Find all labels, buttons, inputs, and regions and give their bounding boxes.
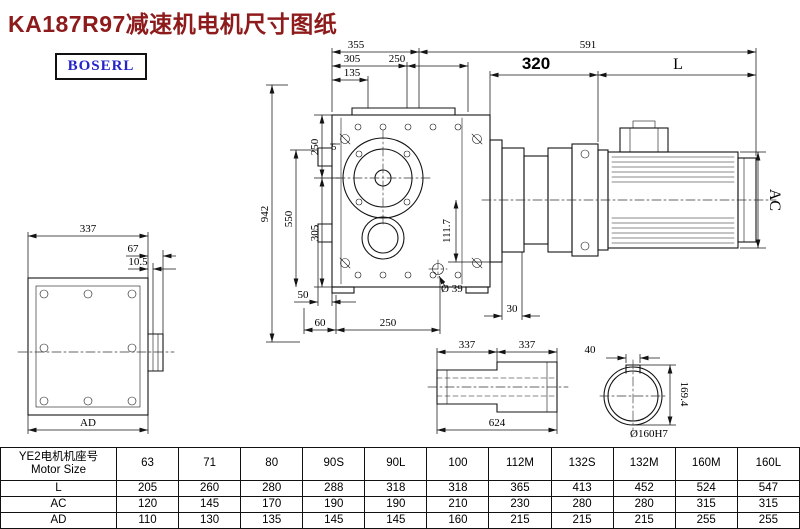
table-cell: 315 <box>736 496 800 513</box>
table-cell: 160 <box>426 512 490 529</box>
table-cell: 130 <box>178 512 242 529</box>
row-label-AD: AD <box>0 512 117 529</box>
dim-5: 5 <box>332 142 337 152</box>
table-row-L: L 205 260 280 288 318 318 365 413 452 52… <box>0 480 800 497</box>
dim-250-top: 250 <box>389 53 406 65</box>
table-cell: 210 <box>426 496 490 513</box>
table-cell: 452 <box>612 480 676 497</box>
dim-320: 320 <box>522 54 550 73</box>
motor-size-col: 100 <box>426 447 490 481</box>
dim-50-bottom: 50 <box>298 289 310 301</box>
table-header-row: YE2电机机座号 Motor Size 63 71 80 90S 90L 100… <box>0 447 800 481</box>
dim-337-shaft-b: 337 <box>519 339 536 351</box>
page-title: KA187R97减速机电机尺寸图纸 <box>8 11 338 37</box>
dim-305-top: 305 <box>344 53 361 65</box>
table-cell: 215 <box>488 512 552 529</box>
table-header-cn: YE2电机机座号 <box>18 450 99 463</box>
table-cell: 280 <box>240 480 304 497</box>
dim-30: 30 <box>507 303 519 315</box>
table-cell: 255 <box>736 512 800 529</box>
table-cell: 190 <box>364 496 428 513</box>
shaft-view <box>427 361 569 413</box>
table-cell: 255 <box>674 512 738 529</box>
dim-355: 355 <box>348 39 365 51</box>
boserl-logo-text: BOSERL <box>67 58 135 74</box>
row-label-AC: AC <box>0 496 117 513</box>
table-cell: 365 <box>488 480 552 497</box>
dim-250-bottom: 250 <box>380 317 397 329</box>
motor-size-col: 112M <box>488 447 552 481</box>
dim-AD: AD <box>80 417 96 429</box>
table-cell: 547 <box>736 480 800 497</box>
table-cell: 145 <box>302 512 366 529</box>
motor-size-col: 80 <box>240 447 304 481</box>
table-cell: 215 <box>550 512 614 529</box>
table-cell: 280 <box>550 496 614 513</box>
table-cell: 230 <box>488 496 552 513</box>
table-cell: 170 <box>240 496 304 513</box>
dim-135: 135 <box>344 67 361 79</box>
motor-size-col: 90L <box>364 447 428 481</box>
main-view <box>317 107 491 294</box>
dim-550: 550 <box>283 210 295 227</box>
bore-view <box>599 359 667 432</box>
main-view-dims: 355 591 305 250 135 250 305 5 <box>259 39 756 343</box>
table-cell: 145 <box>364 512 428 529</box>
dim-305-left: 305 <box>309 224 321 241</box>
side-view-dims: 337 67 10.5 AD <box>27 223 176 434</box>
boserl-logo-box: BOSERL <box>55 53 147 80</box>
motor-view-dims: 320 L AC <box>489 48 783 249</box>
table-cell: 318 <box>364 480 428 497</box>
table-cell: 145 <box>178 496 242 513</box>
table-cell: 524 <box>674 480 738 497</box>
dim-10-5: 10.5 <box>128 256 148 268</box>
table-row-AD: AD 110 130 135 145 145 160 215 215 215 2… <box>0 512 800 529</box>
side-view <box>17 277 175 416</box>
shaft-view-dims: 337 337 624 <box>436 339 558 434</box>
motor-size-col: 132M <box>612 447 676 481</box>
dim-250-left: 250 <box>309 138 321 155</box>
table-cell: 190 <box>302 496 366 513</box>
motor-view <box>481 120 777 263</box>
table-cell: 110 <box>115 512 180 529</box>
table-cell: 205 <box>115 480 180 497</box>
motor-size-col: 132S <box>550 447 614 481</box>
motor-size-col: 63 <box>115 447 180 481</box>
dim-624: 624 <box>489 417 506 429</box>
dim-67: 67 <box>128 243 140 255</box>
dim-AC: AC <box>766 189 783 211</box>
dim-942: 942 <box>259 206 271 223</box>
table-cell: 135 <box>240 512 304 529</box>
table-cell: 288 <box>302 480 366 497</box>
dim-111-7: 111.7 <box>441 219 453 243</box>
dim-40: 40 <box>585 344 597 356</box>
dim-591: 591 <box>580 39 597 51</box>
row-label-L: L <box>0 480 117 497</box>
table-cell: 215 <box>612 512 676 529</box>
motor-size-col: 160M <box>674 447 738 481</box>
motor-dimension-table: YE2电机机座号 Motor Size 63 71 80 90S 90L 100… <box>0 447 800 529</box>
table-cell: 120 <box>115 496 180 513</box>
motor-size-col: 90S <box>302 447 366 481</box>
table-header-en: Motor Size <box>31 464 86 476</box>
dim-337-shaft-a: 337 <box>459 339 476 351</box>
table-cell: 260 <box>178 480 242 497</box>
table-cell: 413 <box>550 480 614 497</box>
table-cell: 318 <box>426 480 490 497</box>
dim-160H7: Ø160H7 <box>630 428 668 440</box>
motor-size-col: 71 <box>178 447 242 481</box>
dim-L: L <box>673 56 683 73</box>
dim-169-4: 169.4 <box>678 382 690 407</box>
table-cell: 315 <box>674 496 738 513</box>
dim-337-side: 337 <box>80 223 97 235</box>
dim-60: 60 <box>315 317 327 329</box>
motor-size-col: 160L <box>736 447 800 481</box>
technical-drawing: 337 67 10.5 AD <box>17 39 783 440</box>
table-corner-header: YE2电机机座号 Motor Size <box>0 447 117 481</box>
table-cell: 280 <box>612 496 676 513</box>
table-row-AC: AC 120 145 170 190 190 210 230 280 280 3… <box>0 496 800 513</box>
bore-view-dims: 40 169.4 Ø160H7 <box>585 344 691 440</box>
dim-39: Ø 39 <box>441 283 463 295</box>
